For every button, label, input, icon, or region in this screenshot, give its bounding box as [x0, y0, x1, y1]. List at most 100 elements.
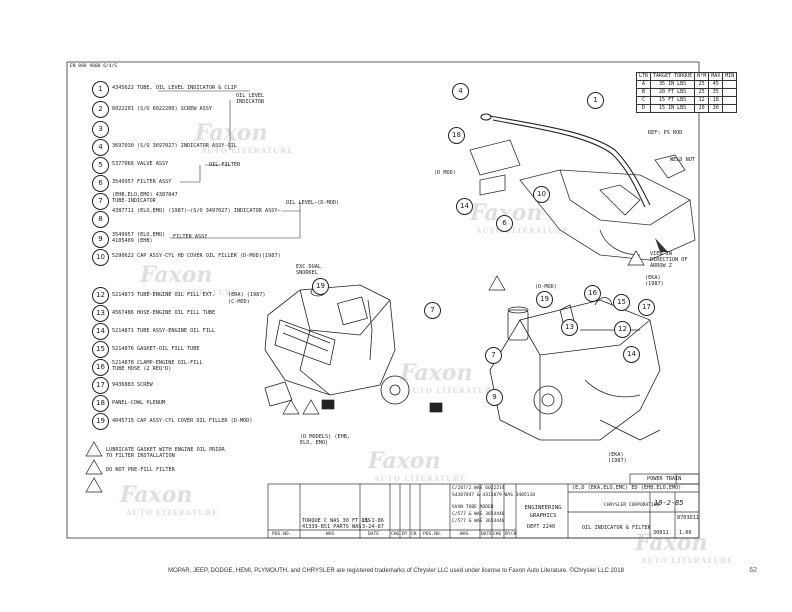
part-number-badge: 4 — [92, 139, 109, 156]
part-number-badge: 3 — [92, 121, 109, 138]
torque-cell: 35 IN LBS — [650, 80, 696, 89]
part-description: 4045715 CAP ASSY-CYL COVER OIL FILLER (D… — [112, 418, 253, 424]
diagram-callout-10: 10 — [533, 186, 550, 203]
part-description: 4567486 HOSE-ENGINE OIL FILL TUBE — [112, 310, 216, 316]
diagram-callout-1: 1 — [587, 92, 604, 109]
diagram-callout-14b: 14 — [623, 346, 640, 363]
callout-oil-filter: OIL FILTER — [209, 162, 241, 168]
torque-header: TARGET TORQUE — [650, 72, 696, 81]
torque-cell: D — [635, 104, 652, 113]
part-number-badge: 10 — [92, 249, 109, 266]
torque-cell — [722, 80, 738, 89]
diagram-callout-12: 12 — [614, 321, 631, 338]
torque-header: LTR — [635, 72, 652, 81]
callout-d-mod-center: (D-MOD) — [535, 284, 557, 290]
callout-d-models: (D MODELS) (EHB, ELO, EMO) — [300, 434, 350, 446]
torque-cell: 35 — [708, 88, 724, 97]
part-number-badge: 1 — [92, 81, 109, 98]
column-label: BY — [402, 532, 408, 537]
part-number-badge: 6 — [92, 175, 109, 192]
torque-cell: 20 — [694, 104, 710, 113]
column-label: CK — [511, 532, 517, 537]
torque-cell: 30 — [708, 104, 724, 113]
sheet-number: 8703D11 — [677, 515, 699, 521]
part-description: 5214873 TUBE-ENGINE OIL FILL EXT. — [112, 292, 216, 298]
part-number-badge: 14 — [92, 323, 109, 340]
torque-table: LTR TARGET TORQUE N*M MAX MIN A 35 IN LB… — [635, 72, 738, 113]
part-number-badge: 15 — [92, 341, 109, 358]
part-number-badge: 12 — [92, 287, 109, 304]
column-label: WAS — [326, 532, 335, 537]
part-number-badge: 7 — [92, 193, 109, 210]
change-note: C/577 & WAS 3654440 — [452, 519, 505, 524]
diagram-callout-13: 13 — [561, 319, 578, 336]
part-description: 3549957 FILTER ASSY — [112, 179, 172, 185]
drawing-date: 10-2-85 — [654, 499, 684, 507]
change-note: C/287/2 WAS 6022214 — [452, 486, 505, 491]
callout-era-right: (EKA) (1987) — [645, 275, 664, 287]
torque-cell: 18 — [708, 96, 724, 105]
column-label: CK — [411, 532, 417, 537]
table-row: A 35 IN LBS 25 45 — [635, 80, 738, 89]
callout-filter-assy: FILTER ASSY — [173, 234, 208, 240]
reference-note: REF: PS ROD — [648, 130, 683, 136]
callout-d-mod-left: (D MOD) — [434, 170, 456, 176]
table-row: B 20 FT LBS 25 35 — [635, 88, 738, 97]
part-number-badge: 9 — [92, 231, 109, 248]
diagram-callout-16: 16 — [584, 285, 601, 302]
part-description: 6022201 (S/O 6022200) SCREW ASSY — [112, 106, 212, 112]
diagram-callout-9: 9 — [486, 389, 503, 406]
torque-header: N*M — [694, 72, 710, 81]
callout-era-1987: (ERA) (1987) — [228, 292, 266, 298]
company-name: CHRYSLER CORPORATION — [604, 503, 660, 508]
diagram-callout-17: 17 — [638, 299, 655, 316]
torque-cell: 20 FT LBS — [650, 88, 696, 97]
column-label: DATE — [368, 532, 380, 537]
part-description: 3697030 (S/O 3697027) INDICATOR ASSY-OIL — [112, 143, 237, 149]
callout-view-direction: VIEW IN DIRECTION OF ARROW Z — [650, 251, 688, 269]
revision-text: TORQUE C WAS 30 FT LBS — [302, 518, 371, 524]
section-number: 30811 — [653, 530, 669, 536]
diagram-callout-4: 4 — [452, 83, 469, 100]
revision-date: 3-24-87 — [362, 524, 384, 530]
column-label: POS.NO. — [272, 532, 292, 537]
drawing-title: OIL INDICATOR & FILTER — [582, 525, 651, 531]
torque-cell: 15 IN LBS — [650, 104, 696, 113]
diagram-callout-15: 15 — [613, 294, 630, 311]
revision-text: 41339-B51 PARTS WAS — [302, 524, 362, 530]
part-number-badge: 19 — [92, 413, 109, 430]
revision-date: 11-1-86 — [362, 518, 384, 524]
part-description: 3549957 (ELO,EMO) 4105409 (EHB) — [112, 232, 166, 244]
table-row: C 15 FT LBS 12 18 — [635, 96, 738, 105]
callout-era-bottom: (EKA) (1987) — [608, 452, 627, 464]
diagram-callout-19: 19 — [312, 278, 329, 295]
part-description: 5214878 CLAMP-ENGINE OIL-FILL TUBE HOSE … — [112, 360, 203, 372]
diagram-callout-6: 6 — [496, 215, 513, 232]
torque-cell: 15 FT LBS — [650, 96, 696, 105]
torque-cell: 25 — [694, 80, 710, 89]
table-row: D 15 IN LBS 20 30 — [635, 104, 738, 113]
part-description: 5290622 CAP ASSY-CYL HD COVER OIL FILLER… — [112, 253, 281, 259]
note-2: DO NOT PRE-FILL FILTER — [106, 467, 175, 473]
part-description: (EHB,ELO,EMO) 4387847 TUBE-INDICATOR — [112, 192, 178, 204]
callout-oil-level-dmod: OIL LEVEL—(D-MOD) — [286, 200, 340, 206]
torque-cell — [722, 104, 738, 113]
part-description: 4387711 (ELO,EMO) (1987)—(S/O 3497027) I… — [112, 208, 281, 214]
column-label: POS.NO. — [423, 532, 443, 537]
torque-cell: 25 — [694, 88, 710, 97]
torque-header: MAX — [708, 72, 724, 81]
part-number-badge: 16 — [92, 359, 109, 376]
torque-cell: 12 — [694, 96, 710, 105]
torque-header: MIN — [722, 72, 738, 81]
model-line: (E,D (EKA,ELO,EMC) ED (EHB,ELO,EMO) — [572, 485, 682, 491]
part-description: 5214871 TUBE ASSY-ENGINE OIL FILL — [112, 328, 216, 334]
change-note: S4387847 & 4315879 WAS 3405110 — [452, 493, 535, 498]
part-number-badge: 8 — [92, 211, 109, 228]
column-label: BY — [505, 532, 511, 537]
sheet-ref: EN 888 9808 6/4/S — [70, 64, 118, 69]
column-label: DATE — [481, 532, 493, 537]
callout-exc-dual-snorkel: EXC DUAL SNORKEL — [296, 264, 321, 276]
callout-oil-level-indicator: OIL LEVEL INDICATOR — [236, 93, 265, 105]
part-description: 5377066 VALVE ASSY — [112, 161, 169, 167]
